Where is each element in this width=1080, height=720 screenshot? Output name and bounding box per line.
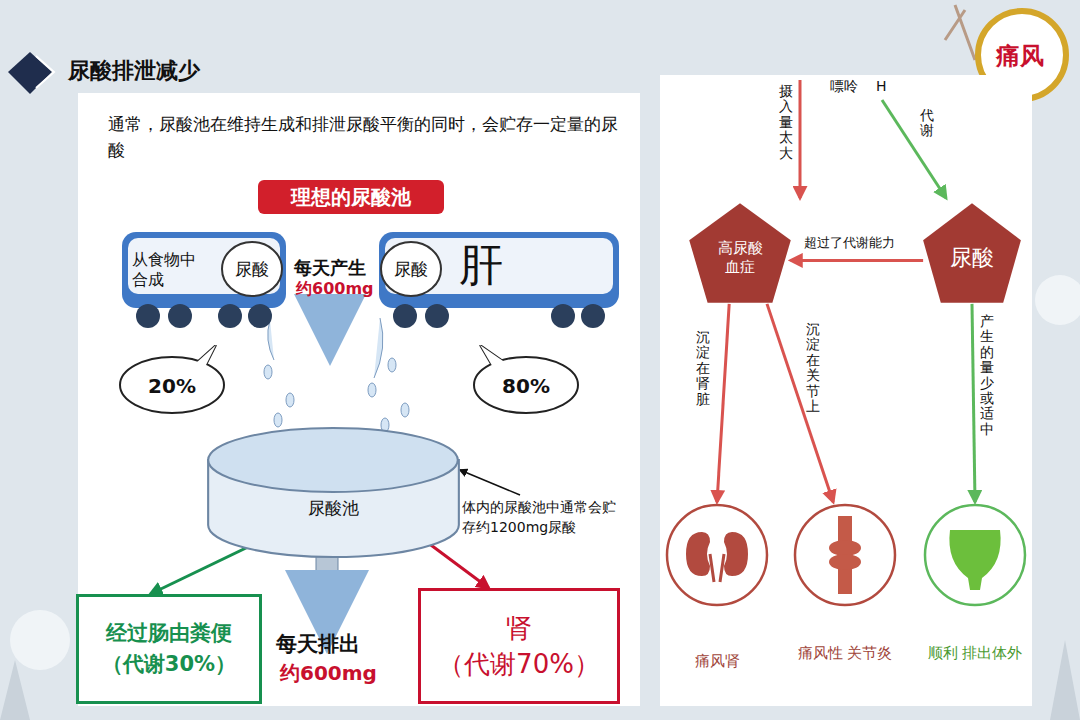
diagram-node: 高尿酸 血症	[686, 200, 794, 306]
diagram-node: 尿酸	[379, 240, 443, 298]
diagram-node: 顺利 排出体外	[916, 502, 1034, 686]
diagram-node: 理想的尿酸池	[258, 180, 444, 214]
edge-label: 沉淀在关节上	[806, 322, 820, 414]
text-label: 痛风	[996, 40, 1044, 72]
diagram-node: 痛风性 关节炎	[786, 502, 904, 686]
text-label: H	[876, 78, 887, 94]
node-text: 从食物中合成	[132, 250, 202, 290]
diagram-node: 尿酸池	[205, 425, 462, 560]
slide-title: 尿酸排泄减少	[68, 56, 200, 86]
node-text: 痛风性 关节炎	[786, 644, 904, 664]
node-text: 80%	[502, 374, 550, 398]
diagram-node: 肝 尿酸	[375, 226, 623, 332]
diagram-node: 尿酸	[920, 200, 1024, 306]
diagram-node: 80%	[470, 345, 582, 417]
node-text: 肝	[459, 236, 503, 295]
edge-label: 超过了代谢能力	[804, 234, 895, 252]
node-text: 经过肠由粪便 （代谢30%）	[79, 618, 259, 681]
node-text: 痛风肾	[658, 652, 776, 671]
text-label: 代谢	[920, 108, 934, 139]
connector-arrow	[972, 304, 975, 502]
diagram-node: 20%	[116, 345, 228, 417]
connector-arrow	[717, 304, 729, 502]
connector-arrow	[767, 304, 833, 502]
text-label: 体内的尿酸池中通常会贮存约1200mg尿酸	[462, 498, 627, 537]
node-text: 尿酸	[950, 243, 994, 273]
text-label: 通常，尿酸池在维持生成和排泄尿酸平衡的同时，会贮存一定量的尿酸	[108, 112, 618, 163]
text-label: 每天产生	[294, 256, 366, 280]
text-label: 每天排出	[276, 630, 360, 658]
node-text: 顺利 排出体外	[916, 644, 1034, 664]
text-label: 摄入量太大	[779, 84, 793, 161]
diagram-node: 经过肠由粪便 （代谢30%）	[76, 594, 262, 704]
text-label: 约600mg	[296, 279, 374, 300]
connector-arrow	[791, 259, 923, 262]
node-text: 尿酸	[235, 258, 269, 281]
edge-label: 沉淀在肾脏	[696, 330, 710, 407]
text-label: 约600mg	[280, 660, 377, 687]
node-text: 尿酸	[394, 258, 428, 281]
text-label: 嘌呤	[830, 78, 858, 96]
diagram-node: 从食物中合成 尿酸	[118, 226, 290, 332]
node-text: 20%	[148, 374, 196, 398]
diagram-node: 肾 （代谢70%）	[418, 588, 620, 704]
edge-label: 产生的量少或适中	[980, 314, 994, 437]
diagram-node: 痛风肾	[658, 502, 776, 686]
node-text: 高尿酸 血症	[715, 239, 766, 277]
node-text: 理想的尿酸池	[291, 184, 411, 211]
node-text: 尿酸池	[205, 497, 462, 520]
node-text: 肾 （代谢70%）	[421, 610, 617, 683]
diagram-node: 尿酸	[220, 240, 284, 298]
